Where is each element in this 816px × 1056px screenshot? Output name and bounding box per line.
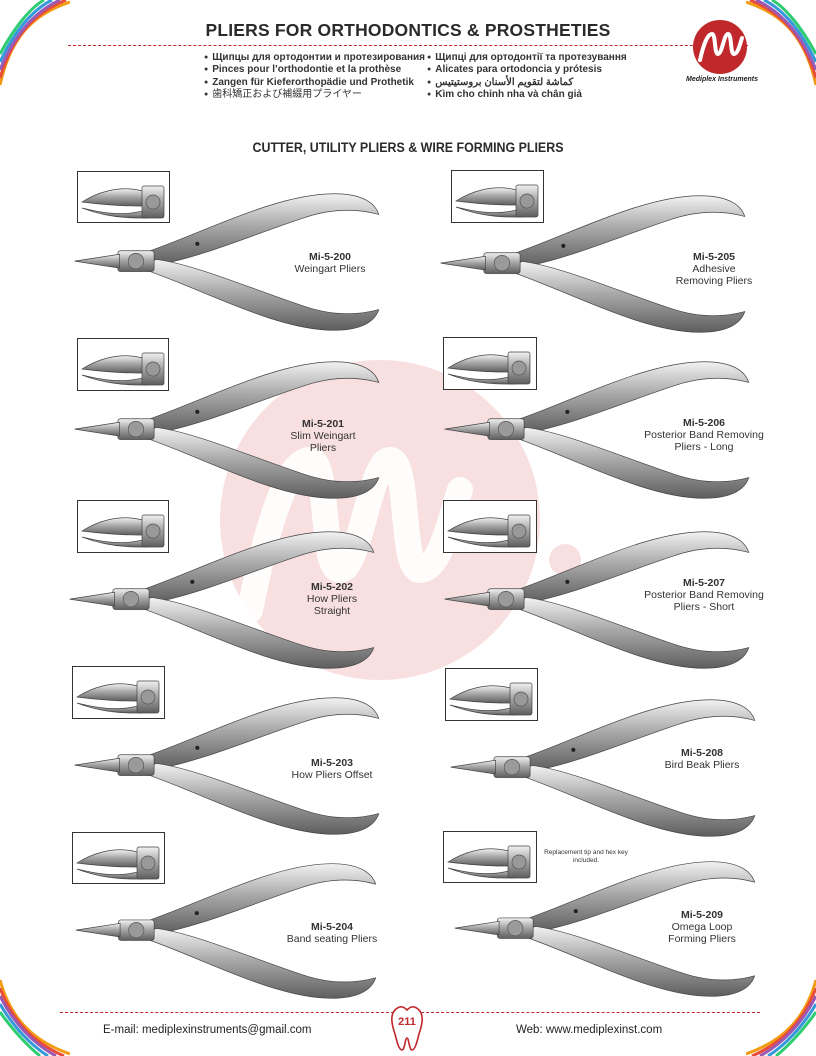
product-code: Mi-5-201 <box>301 418 344 430</box>
product-code: Mi-5-202 <box>310 581 353 593</box>
product-name: Omega Loop <box>671 921 733 933</box>
page-number: 211 <box>398 1016 416 1028</box>
product-code: Mi-5-203 <box>310 757 353 769</box>
product-name: Pliers - Long <box>674 441 734 453</box>
product-label: Mi-5-205 Adhesive Removing Pliers <box>654 251 774 287</box>
product-code: Mi-5-205 <box>692 251 735 263</box>
languages-left: Щипцы для ортодонтии и протезирования Pi… <box>204 52 425 101</box>
footer-website[interactable]: Web: www.mediplexinst.com <box>516 1024 663 1036</box>
product-code: Mi-5-200 <box>308 251 351 263</box>
language-line: Alicates para ortodoncia y prótesis <box>427 64 627 76</box>
product-name: Removing Pliers <box>675 275 753 287</box>
product-name: Band seating Pliers <box>286 933 378 945</box>
tip-detail-image <box>445 668 538 721</box>
product-code: Mi-5-209 <box>680 909 723 921</box>
language-line: Kìm cho chỉnh nha và chân giả <box>427 89 627 101</box>
product-label: Mi-5-208 Bird Beak Pliers <box>642 747 762 771</box>
tooth-icon <box>391 1006 423 1051</box>
product-label: Mi-5-200 Weingart Pliers <box>270 251 390 275</box>
footer-email[interactable]: E-mail: mediplexinstruments@gmail.com <box>103 1024 312 1036</box>
tip-detail-image <box>451 170 544 223</box>
product-name: Posterior Band Removing <box>644 429 764 441</box>
language-line: Щипці для ортодонтії та протезування <box>427 52 626 64</box>
tip-detail-image <box>72 832 165 884</box>
product-label: Mi-5-204 Band seating Pliers <box>272 921 392 945</box>
product-code: Mi-5-206 <box>682 417 725 429</box>
language-line: Щипцы для ортодонтии и протезирования <box>204 52 425 64</box>
product-label: Mi-5-203 How Pliers Offset <box>272 757 392 781</box>
product-name: Slim Weingart <box>290 430 356 442</box>
tip-detail-image <box>77 338 169 391</box>
product-name: Bird Beak Pliers <box>664 759 740 771</box>
product-label: Mi-5-202 How Pliers Straight <box>272 581 392 617</box>
product-code: Mi-5-208 <box>680 747 723 759</box>
product-label: Mi-5-207 Posterior Band Removing Pliers … <box>632 577 776 613</box>
product-name: Adhesive <box>692 263 736 275</box>
product-label: Mi-5-209 Omega Loop Forming Pliers <box>642 909 762 945</box>
product-name: Pliers - Short <box>673 601 735 613</box>
languages-right: Щипці для ортодонтії та протезування Ali… <box>427 52 627 101</box>
product-name: Straight <box>313 605 351 617</box>
language-line: كماشة لتقويم الأسنان بروستيتيس <box>427 77 627 89</box>
product-label: Mi-5-201 Slim Weingart Pliers <box>263 418 383 454</box>
tip-detail-image <box>72 666 165 719</box>
language-line: Pinces pour l’orthodontie et la prothèse <box>204 64 425 76</box>
tip-detail-image <box>443 337 537 390</box>
product-name: How Pliers <box>306 593 358 605</box>
product-name: Weingart Pliers <box>294 263 366 275</box>
brand-name: Mediplex Instruments <box>686 76 758 83</box>
product-name: Posterior Band Removing <box>644 589 764 601</box>
product-name: Pliers <box>309 442 337 454</box>
tip-detail-image <box>443 831 537 883</box>
tip-detail-image <box>77 171 170 223</box>
header-divider <box>68 45 748 46</box>
product-code: Mi-5-204 <box>310 921 353 933</box>
brand-logo <box>693 20 747 74</box>
language-line: Zangen für Kieferorthopädie und Protheti… <box>204 77 425 89</box>
tip-detail-image <box>443 500 537 553</box>
section-title: CUTTER, UTILITY PLIERS & WIRE FORMING PL… <box>252 140 564 155</box>
language-line: 歯科矯正および補綴用プライヤー <box>204 89 425 101</box>
product-code: Mi-5-207 <box>682 577 725 589</box>
rainbow-corner-top-left <box>0 0 70 86</box>
tip-detail-image <box>77 500 169 553</box>
product-name: Forming Pliers <box>668 933 736 945</box>
replacement-note: Replacement tip and hex key included. <box>544 849 628 864</box>
product-name: How Pliers Offset <box>291 769 373 781</box>
product-label: Mi-5-206 Posterior Band Removing Pliers … <box>632 417 776 453</box>
page-title: PLIERS FOR ORTHODONTICS & PROSTHETIES <box>205 20 611 40</box>
